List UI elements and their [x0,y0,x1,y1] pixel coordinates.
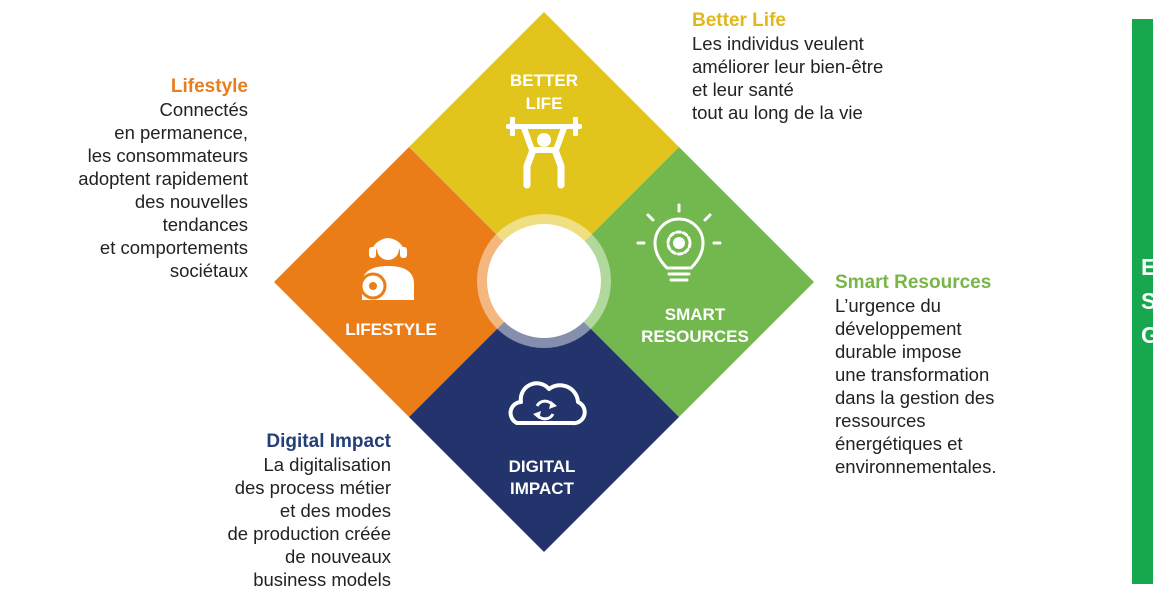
text-line: et comportements [99,237,248,258]
digital-impact-label-1: DIGITAL [509,457,576,476]
side-letter-g: G [1141,322,1153,348]
lifestyle-label: LIFESTYLE [345,320,437,339]
text-line: des nouvelles [134,191,248,212]
lifestyle-description: Lifestyle Connectés en permanence, les c… [78,76,248,282]
text-line: développement [835,318,962,339]
text-line: une transformation [835,364,990,385]
smart-resources-heading: Smart Resources [835,272,992,293]
text-line: durable impose [835,341,962,362]
text-line: L’urgence du [835,295,941,316]
smart-resources-description: Smart Resources L’urgence du développeme… [835,272,996,478]
weightlifter-icon [506,117,582,189]
digital-impact-label-2: IMPACT [510,479,575,498]
text-line: Les individus veulent [692,33,864,54]
text-line: Connectés [159,99,248,120]
better-life-label-2: LIFE [526,94,563,113]
smart-resources-label-1: SMART [665,305,726,324]
text-line: sociétaux [169,260,248,281]
text-line: améliorer leur bien-être [692,56,884,77]
esg-side-panel: E S G [1132,19,1153,584]
text-line: ressources [835,410,926,431]
lightbulb-gear-icon [636,203,722,282]
digital-impact-quadrant [409,282,679,552]
text-line: tout au long de la vie [692,102,863,123]
digital-impact-description: Digital Impact La digitalisation des pro… [227,431,391,591]
center-circle [487,224,601,338]
text-line: La digitalisation [263,454,391,475]
text-line: les consommateurs [87,145,248,166]
text-line: de nouveaux [285,546,391,567]
side-letter-e: E [1141,254,1153,280]
cloud-sync-icon [508,381,587,426]
text-line: de production créée [227,523,391,544]
text-line: dans la gestion des [835,387,995,408]
better-life-heading: Better Life [692,10,786,31]
text-line: environnementales. [835,456,997,477]
better-life-description: Better Life Les individus veulent amélio… [692,10,883,124]
text-line: énergétiques et [835,433,963,454]
digital-impact-heading: Digital Impact [266,431,391,452]
text-line: tendances [162,214,248,235]
smart-resources-label-2: RESOURCES [641,327,749,346]
text-line: et des modes [279,500,391,521]
text-line: business models [253,569,391,590]
text-line: en permanence, [114,122,248,143]
side-letter-s: S [1141,288,1153,314]
better-life-label-1: BETTER [510,71,578,90]
headphones-person-icon [359,238,414,300]
text-line: adoptent rapidement [78,168,248,189]
text-line: des process métier [234,477,391,498]
text-line: et leur santé [692,79,794,100]
lifestyle-heading: Lifestyle [170,76,248,97]
